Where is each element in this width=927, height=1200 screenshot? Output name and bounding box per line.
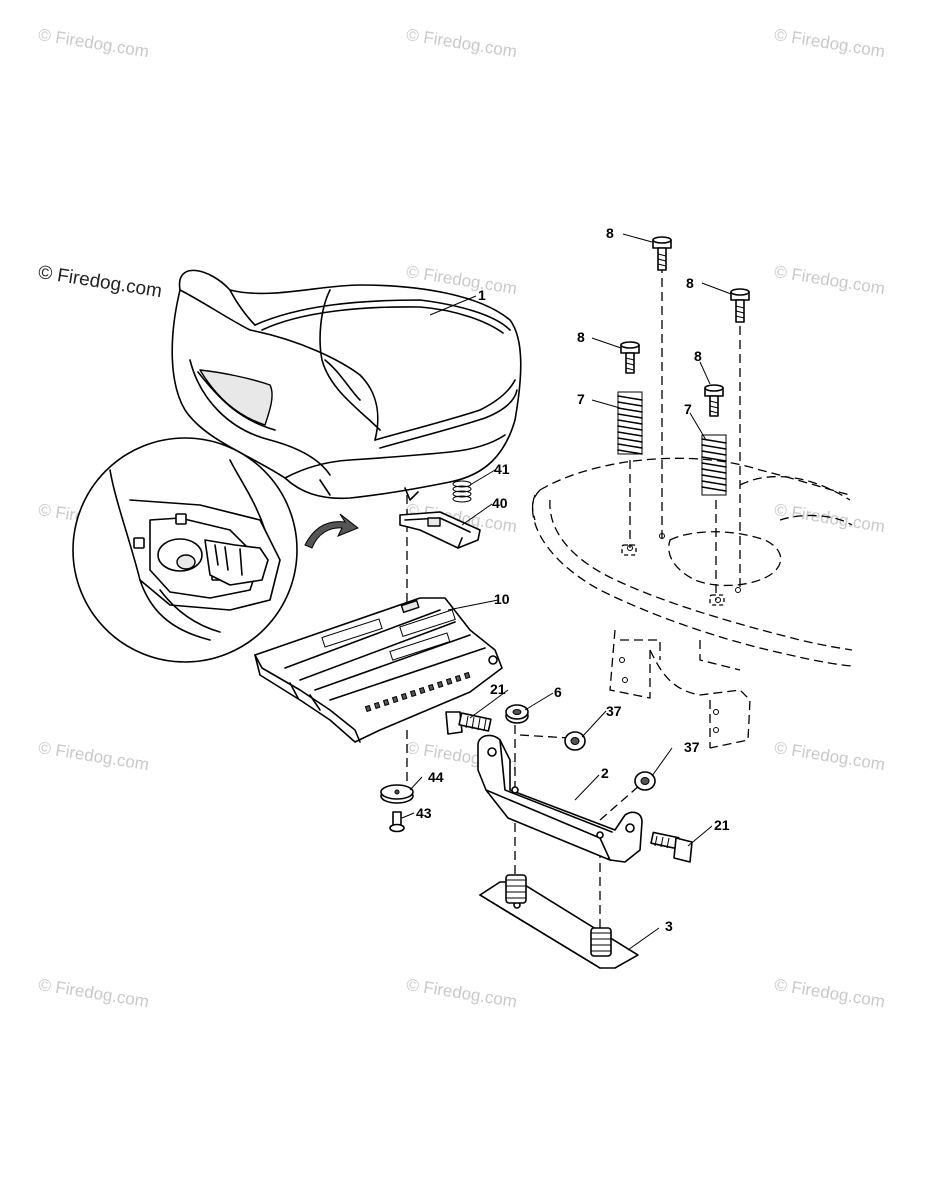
callout-switch-40: 40 bbox=[492, 495, 508, 511]
spring-7-right bbox=[701, 434, 727, 496]
callout-seat-bracket: 2 bbox=[601, 765, 609, 781]
callout-bolt-8-b: 8 bbox=[686, 275, 694, 291]
isolator-stud-left bbox=[505, 874, 527, 904]
nut-37-b bbox=[634, 771, 656, 791]
bolt-21-right bbox=[650, 831, 693, 863]
seat-switch bbox=[399, 511, 481, 549]
callout-spring-7-left: 7 bbox=[577, 391, 585, 407]
callout-nut-6: 6 bbox=[554, 684, 562, 700]
callout-isolator-plate: 3 bbox=[665, 918, 673, 934]
leader-lines bbox=[401, 233, 732, 951]
seat-bracket bbox=[477, 734, 643, 863]
callout-bolt-8-a: 8 bbox=[606, 225, 614, 241]
callout-washer-44: 44 bbox=[428, 769, 444, 785]
bolt-8-c bbox=[620, 341, 640, 374]
bolt-43 bbox=[389, 811, 405, 833]
callout-spring-41: 41 bbox=[494, 461, 510, 477]
callout-bolt-21-left: 21 bbox=[490, 681, 506, 697]
seat-pan-adjust-slots bbox=[364, 671, 471, 713]
nut-37-a bbox=[564, 731, 586, 751]
seat-pan bbox=[254, 597, 503, 743]
callout-bolt-21-right: 21 bbox=[714, 817, 730, 833]
isolator-stud-right bbox=[590, 927, 612, 957]
callout-bolt-8-d: 8 bbox=[694, 348, 702, 364]
callout-bolt-43: 43 bbox=[416, 805, 432, 821]
washer-44 bbox=[380, 784, 414, 804]
callout-spring-7-right: 7 bbox=[684, 401, 692, 417]
callout-seat: 1 bbox=[478, 287, 486, 303]
callout-seat-pan: 10 bbox=[494, 591, 510, 607]
spring-41 bbox=[452, 480, 472, 503]
bolt-8-a bbox=[652, 236, 672, 271]
fender-phantom bbox=[531, 457, 853, 749]
nut-6 bbox=[505, 704, 529, 724]
detail-magnifier bbox=[72, 437, 359, 663]
callouts: 1 41 40 10 21 6 37 37 2 21 3 44 43 8 8 8… bbox=[416, 225, 730, 934]
bolt-8-d bbox=[704, 384, 724, 417]
callout-nut-37-b: 37 bbox=[684, 739, 700, 755]
callout-bolt-8-c: 8 bbox=[577, 329, 585, 345]
callout-nut-37-a: 37 bbox=[606, 703, 622, 719]
isolator-plate bbox=[479, 874, 639, 969]
spring-7-left bbox=[617, 391, 643, 455]
bolt-21-left bbox=[445, 711, 492, 735]
seat bbox=[171, 269, 522, 501]
bolt-8-b bbox=[730, 288, 750, 323]
